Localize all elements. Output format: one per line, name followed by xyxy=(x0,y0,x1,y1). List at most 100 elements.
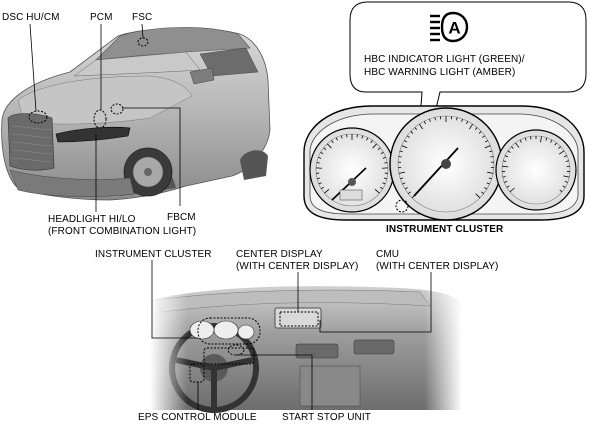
gauge-tick xyxy=(507,150,511,153)
gauge-tick xyxy=(318,182,322,185)
instrument-cluster-title: INSTRUMENT CLUSTER xyxy=(386,224,504,235)
gauge-tick xyxy=(383,177,388,180)
gauge-tick xyxy=(558,146,561,149)
headlight-label-line1: HEADLIGHT HI/LO xyxy=(48,214,136,225)
gauge-tick xyxy=(323,147,327,150)
gauge-tick xyxy=(327,143,332,149)
gauge-tick xyxy=(481,191,484,195)
dashboard-leader-lines xyxy=(151,260,432,410)
car-leader-lines xyxy=(29,23,181,212)
gauge-tick xyxy=(478,131,482,134)
dashboard-fade-overlay xyxy=(150,282,462,412)
start-stop-unit-label: START STOP UNIT xyxy=(282,412,371,423)
instrument-cluster-illustration xyxy=(303,105,585,221)
gauge-tick xyxy=(545,137,548,141)
gauge-tick xyxy=(380,152,384,155)
gauge-tick xyxy=(563,155,567,158)
hbc-label-line2: HBC WARNING LIGHT (AMBER) xyxy=(364,67,516,78)
cluster-tick-marks xyxy=(316,116,570,199)
gauge-tick xyxy=(456,117,458,121)
gauge-tick xyxy=(340,135,343,139)
dashboard-callout-shapes xyxy=(189,311,319,383)
gauge-tick xyxy=(554,142,557,146)
gauge-tick xyxy=(504,180,508,183)
gauge-tick xyxy=(374,188,380,194)
gauge-tick xyxy=(411,193,417,199)
gauge-tick xyxy=(487,171,494,174)
gauge-tick xyxy=(384,162,388,164)
gauge-tick xyxy=(562,185,566,188)
gauge-tick xyxy=(563,175,570,178)
center-display-label-line1: CENTER DISPLAY xyxy=(236,249,323,260)
gauge-tick xyxy=(401,145,408,149)
gauge-tick xyxy=(503,160,507,162)
cmu-label-line1: CMU xyxy=(376,249,400,260)
car-illustration xyxy=(1,27,271,201)
gauge-tick xyxy=(423,121,426,125)
gauge-tick xyxy=(505,155,509,158)
gauge-tick xyxy=(324,188,330,194)
gauge-tick xyxy=(502,165,509,168)
hbc-label-line1: HBC INDICATOR LIGHT (GREEN)/ xyxy=(364,54,525,65)
gauge-tick xyxy=(482,135,486,138)
gauge-tick xyxy=(509,187,515,193)
gauge-tick xyxy=(484,145,491,149)
gauge-tick xyxy=(372,143,377,149)
gauge-tick xyxy=(486,182,490,185)
hbc-indicator-callout-circle xyxy=(395,199,409,213)
instrument-cluster-label: INSTRUMENT CLUSTER xyxy=(95,249,212,260)
gauge-tick xyxy=(382,182,386,185)
gauge-tick xyxy=(408,191,411,195)
gauge-tick xyxy=(316,162,320,164)
gauge-tick xyxy=(469,123,473,130)
gauge-tick xyxy=(335,137,338,141)
gauge-tick xyxy=(434,117,436,121)
gauge-tick xyxy=(506,185,510,188)
gauge-tick xyxy=(398,171,405,174)
gauge-tick xyxy=(488,177,492,180)
fsc-label: FSC xyxy=(132,12,153,23)
gauge-tick xyxy=(484,187,488,190)
center-display-label-line2: (WITH CENTER DISPLAY) xyxy=(236,261,359,272)
gauge-tick xyxy=(414,127,418,131)
gauge-tick xyxy=(515,142,520,148)
dsc-hu-cm-label: DSC HU/CM xyxy=(2,12,60,23)
gauge-tick xyxy=(474,127,478,131)
gauge-tick xyxy=(475,193,481,199)
gauge-tick xyxy=(370,140,373,144)
gauge-tick xyxy=(461,118,463,122)
gauge-tick xyxy=(558,150,565,155)
gauge-tick xyxy=(406,135,410,138)
gauge-tick xyxy=(502,176,506,178)
gauge-tick xyxy=(320,152,324,155)
gauge-tick xyxy=(402,182,406,185)
gauge-tick xyxy=(466,121,469,125)
gauge-tick xyxy=(318,156,322,159)
hbc-icon: A xyxy=(429,10,469,44)
gauge-tick xyxy=(316,177,321,180)
gauge-tick xyxy=(377,147,381,150)
gauge-tick xyxy=(404,187,408,190)
gauge-tick xyxy=(331,140,334,144)
gauge-tick xyxy=(550,139,553,143)
gauge-tick xyxy=(419,123,423,130)
gauge-tick xyxy=(366,137,369,141)
gauge-tick xyxy=(564,180,568,183)
gauge-tick xyxy=(361,135,364,139)
gauge-tick xyxy=(382,156,386,159)
gauge-tick xyxy=(429,118,431,122)
car-callout-circles xyxy=(28,37,149,129)
gauge-tick xyxy=(379,186,383,190)
gauge-tick xyxy=(399,150,403,153)
cmu-label-line2: (WITH CENTER DISPLAY) xyxy=(376,261,499,272)
fbcm-label: FBCM xyxy=(167,212,196,223)
gauge-tick xyxy=(559,189,563,193)
gauge-tick xyxy=(565,160,569,162)
pcm-label: PCM xyxy=(90,12,113,23)
gauge-tick xyxy=(485,140,489,143)
svg-text:A: A xyxy=(448,19,460,38)
gauge-tick xyxy=(524,137,527,141)
gauge-tick xyxy=(540,136,542,143)
